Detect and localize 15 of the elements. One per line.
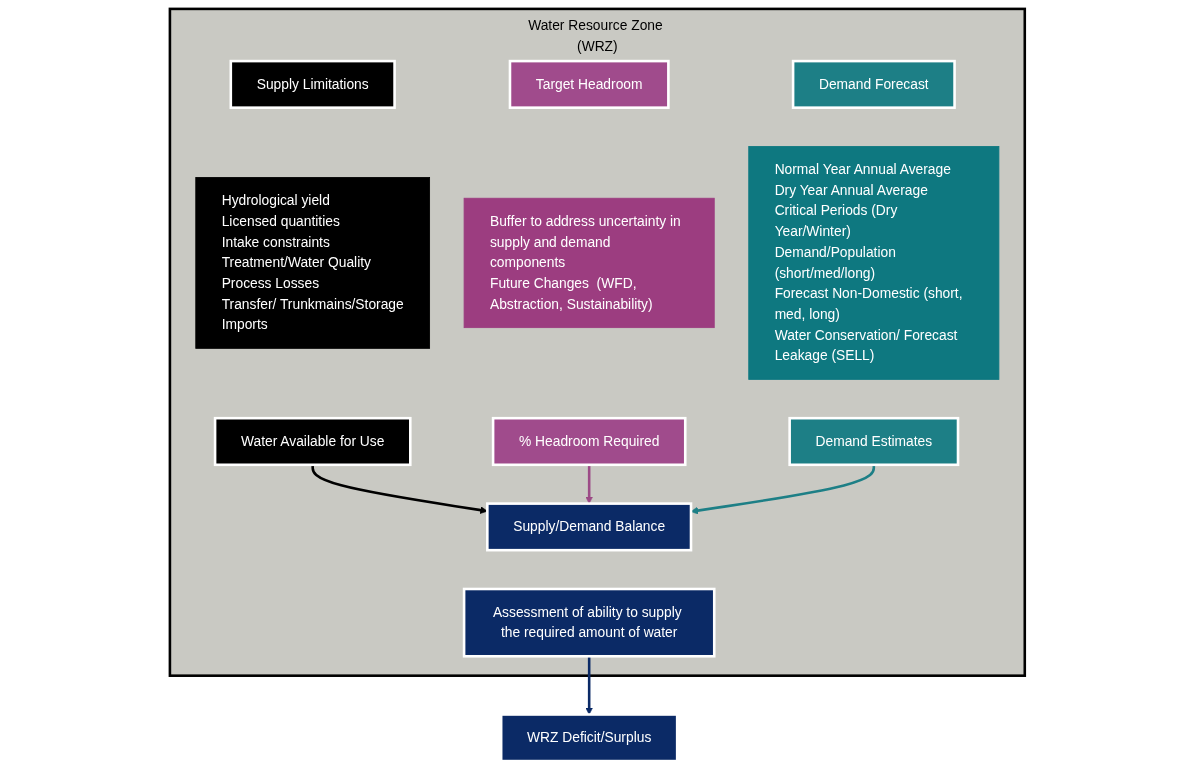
node-box: Supply/Demand Balance: [485, 502, 692, 552]
node-box: Target Headroom: [508, 59, 670, 109]
node-box: WRZ Deficit/Surplus: [499, 713, 679, 763]
node-box: Water Available for Use: [213, 416, 412, 467]
node-box: Buffer to address uncertainty in supply and demand components Future Changes (WFD, Abstraction, Sustainability): [463, 197, 715, 329]
arrow: [585, 656, 593, 715]
node-box: Hydrological yield Licensed quantities Intake constraints Treatment/Water Quality Process Losses Transfer/ Trunkmains/Storage Imports: [195, 177, 430, 349]
arrow: [690, 464, 875, 515]
arrow: [585, 464, 593, 504]
node-box: Normal Year Annual Average Dry Year Annual Average Critical Periods (Dry Year/Winter) Demand/Population (short/med/long) Forecast Non-Domestic (short, med, long) Water Conservation/ Forecast Leakage (SELL): [748, 146, 999, 380]
node-box: Demand Estimates: [788, 416, 959, 467]
node-box: % Headroom Required: [491, 416, 687, 467]
node-box: Supply Limitations: [229, 59, 396, 109]
node-box: Assessment of ability to supply the required amount of water: [462, 587, 716, 658]
node-box: Demand Forecast: [791, 59, 956, 109]
